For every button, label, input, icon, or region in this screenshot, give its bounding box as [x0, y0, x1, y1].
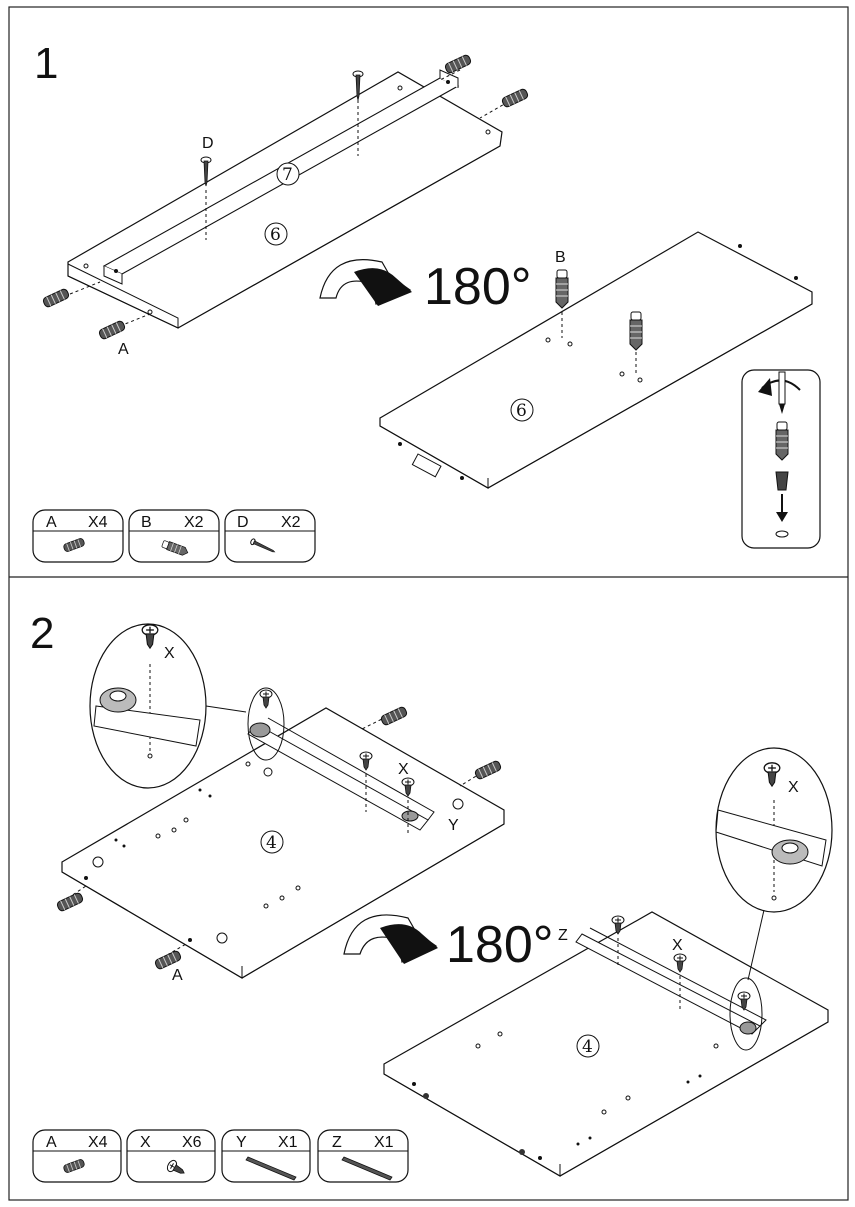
panel-4-number-flipped: 4	[582, 1037, 593, 1057]
dowel-a-8	[473, 759, 503, 781]
rotate-arrow-icon	[319, 259, 412, 306]
step-1-number: 1	[34, 39, 58, 88]
rail-number: 7	[282, 165, 293, 185]
label-x-main: X	[398, 761, 409, 778]
step-1-parts-list: A X4 B X2 D X2	[32, 509, 316, 563]
panel-6-flipped-view: B 6	[379, 231, 813, 489]
panel-number-flipped: 6	[516, 401, 527, 421]
dowel-a-5	[55, 891, 85, 913]
part-letter: A	[46, 514, 57, 531]
detail-circle-left: X	[89, 623, 247, 789]
label-x-detail: X	[788, 779, 799, 796]
part-letter: X	[140, 1134, 151, 1151]
part-box-z: Z X1	[317, 1129, 409, 1183]
screwdriver-icon	[778, 371, 786, 405]
part-qty: X6	[182, 1134, 202, 1151]
part-letter: B	[141, 514, 152, 531]
panel-4-flipped-view: X 4	[383, 911, 829, 1177]
dowel-a-4	[500, 87, 530, 109]
part-letter: Y	[236, 1134, 247, 1151]
cam-bolt-b-1	[555, 269, 569, 309]
label-x-flipped: X	[672, 937, 683, 954]
part-letter: A	[46, 1134, 57, 1151]
panel-number: 6	[270, 225, 281, 245]
part-letter: D	[237, 514, 249, 531]
dowel-a-1	[41, 287, 71, 309]
part-box-a: A X4	[32, 509, 124, 563]
step-2: 2 X X	[30, 609, 833, 1183]
part-box-y: Y X1	[221, 1129, 311, 1183]
part-qty: X4	[88, 514, 108, 531]
rotate-180-label-2: 180°	[446, 916, 554, 974]
part-box-x: X X6	[126, 1129, 216, 1183]
part-qty: X4	[88, 1134, 108, 1151]
panel-4-top-view: X Y A	[55, 687, 505, 984]
dowel-a-7	[379, 705, 409, 727]
arrow-down-icon	[776, 512, 788, 522]
panel-number-circle	[264, 222, 288, 246]
panel-4-number: 4	[266, 833, 277, 853]
label-z: Z	[558, 927, 568, 944]
part-box-b: B X2	[128, 509, 220, 563]
label-y: Y	[448, 817, 459, 834]
cam-bolt-install-detail	[741, 369, 821, 549]
rail-number-circle	[276, 162, 300, 186]
part-box-d: D X2	[224, 509, 316, 563]
label-a-step2: A	[172, 967, 183, 984]
label-b: B	[555, 249, 566, 266]
part-qty: X2	[184, 514, 204, 531]
drawer-runner-icon	[245, 1156, 297, 1181]
dowel-a-2	[97, 319, 127, 341]
page-frame	[8, 6, 849, 1201]
step-2-parts-list: A X4 X X6 Y X1	[32, 1129, 409, 1183]
rotate-arrow-icon-2	[343, 914, 438, 964]
cam-bolt-detail	[775, 421, 789, 461]
runner-z	[575, 933, 761, 1035]
step-2-number: 2	[30, 609, 54, 658]
panel-6-top-view: D A 7 6	[41, 53, 530, 358]
rotate-180-label: 180°	[424, 258, 532, 316]
step-1: 1	[32, 39, 821, 563]
part-box-a: A X4	[32, 1129, 122, 1183]
part-qty: X1	[278, 1134, 298, 1151]
part-qty: X1	[374, 1134, 394, 1151]
drawer-runner-icon	[341, 1156, 393, 1181]
label-d: D	[202, 135, 214, 152]
label-a: A	[118, 341, 129, 358]
detail-circle-right: X	[715, 747, 833, 981]
long-screw-icon	[250, 538, 276, 553]
screw-x-1	[259, 689, 273, 709]
cam-bolt-b-2	[629, 311, 643, 351]
part-letter: Z	[332, 1134, 342, 1151]
label-x: X	[164, 645, 175, 662]
part-qty: X2	[281, 514, 301, 531]
